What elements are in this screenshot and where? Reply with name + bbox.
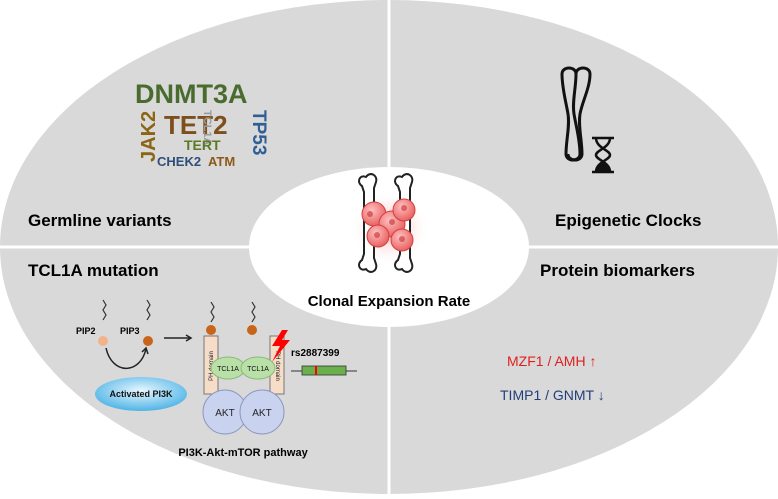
activated-pi3k-label: Activated PI3K: [109, 389, 173, 399]
marker-up: MZF1 / AMH ↑: [507, 353, 596, 369]
gene-tert: TERT: [184, 137, 221, 153]
gene-word-cloud: DNMT3A TET2 JAK2 TCL1A TP53 TERT CHEK2 A…: [135, 79, 269, 169]
gene-jak2: JAK2: [138, 111, 160, 162]
gene-atm: ATM: [208, 154, 235, 169]
protein-biomarkers-title: Protein biomarkers: [540, 261, 695, 280]
cell-cluster-icon: [350, 173, 430, 273]
snp-label: rs2887399: [291, 348, 340, 359]
tcl1a-oval-label-1: TCL1A: [217, 366, 239, 373]
gene-tet2: TET2: [164, 110, 228, 140]
gene-tcl1a: TCL1A: [201, 110, 213, 146]
hourglass-icon: [592, 136, 614, 174]
tcl1a-mutation-title: TCL1A mutation: [28, 261, 159, 280]
pip-lipids: PIP2 PIP3: [76, 299, 193, 370]
tcl1a-oval-label-2: TCL1A: [247, 366, 269, 373]
marker-down: TIMP1 / GNMT ↓: [500, 387, 605, 403]
germline-variants-title: Germline variants: [28, 211, 172, 230]
pip2-label: PIP2: [76, 326, 96, 336]
center-title: Clonal Expansion Rate: [308, 293, 471, 310]
lightning-icon: [272, 330, 290, 362]
epigenetic-clocks-title: Epigenetic Clocks: [555, 211, 701, 230]
pi3k-complex: PH domain PH domain TCL1A TCL1A AKT AKT: [202, 301, 290, 435]
akt-label-2: AKT: [252, 408, 271, 419]
gene-dnmt3a: DNMT3A: [135, 79, 248, 109]
gene-tp53: TP53: [248, 110, 269, 155]
pip3-label: PIP3: [120, 326, 140, 336]
ph-domain-label-2: PH domain: [274, 351, 280, 381]
gene-chek2: CHEK2: [157, 154, 201, 169]
snp-gene-bar: [291, 365, 357, 376]
pathway-label: PI3K-Akt-mTOR pathway: [178, 447, 308, 459]
chromosome-icon: [560, 66, 592, 162]
akt-label-1: AKT: [215, 408, 234, 419]
activated-pi3k: [95, 377, 187, 411]
